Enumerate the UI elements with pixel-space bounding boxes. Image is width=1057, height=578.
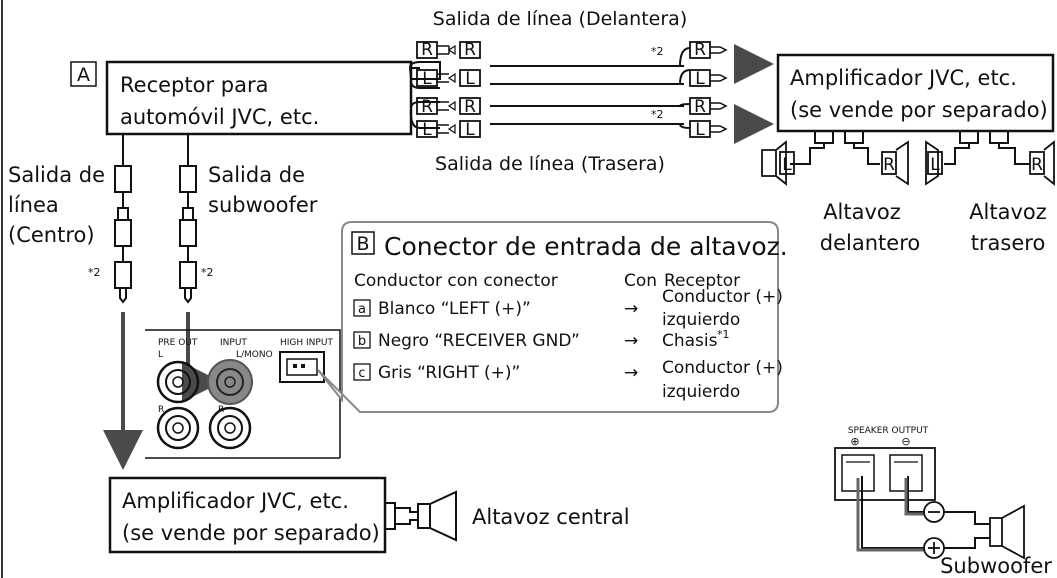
center-cable (114, 134, 132, 304)
svg-text:→: → (624, 363, 638, 383)
svg-text:L/MONO: L/MONO (236, 350, 273, 360)
svg-text:→: → (624, 299, 638, 319)
speaker-rear-right: R (1029, 140, 1055, 186)
svg-text:(se vende por separado): (se vende por separado) (790, 98, 1048, 122)
svg-text:L: L (422, 69, 432, 89)
center-speaker-wiring (384, 490, 457, 542)
subwoofer-label: Subwoofer (940, 554, 1052, 578)
amp-main-box: Amplificador JVC, etc. (se vende por sep… (776, 53, 1055, 133)
svg-text:a: a (358, 302, 366, 317)
svg-text:Chasis: Chasis (662, 331, 718, 351)
rear-rca-pair: R R L L (416, 97, 481, 140)
section-b-title: Conector de entrada de altavoz. (384, 232, 788, 261)
line-out-rear-label: Salida de línea (Trasera) (435, 153, 665, 175)
speaker-output-terminal: SPEAKER OUTPUT ⊕ ⊖ (834, 426, 936, 501)
svg-text:*2: *2 (651, 108, 664, 121)
svg-text:R: R (1031, 155, 1043, 175)
section-b-header-receptor: Receptor (664, 271, 740, 291)
receiver-box: Receptor para automóvil JVC, etc. (105, 60, 413, 136)
speaker-front-label-1: Altavoz (823, 200, 901, 224)
speaker-rear-left: L (925, 140, 943, 186)
svg-text:b: b (358, 334, 366, 349)
center-out-label-1: Salida de (8, 163, 105, 187)
front-right-connectors: *2 R L (651, 40, 728, 89)
svg-text:(se vende por separado): (se vende por separado) (122, 521, 380, 545)
svg-text:INPUT: INPUT (220, 338, 247, 348)
svg-text:HIGH INPUT: HIGH INPUT (280, 338, 333, 348)
section-b-row-a: a Blanco “LEFT (+)” → Conductor (+) izqu… (353, 287, 783, 330)
section-b-marker: B (356, 233, 369, 255)
svg-text:R: R (883, 155, 895, 175)
svg-text:Amplificador JVC, etc.: Amplificador JVC, etc. (122, 489, 349, 513)
center-asterisk: *2 (88, 266, 101, 279)
svg-text:izquierdo: izquierdo (662, 382, 740, 402)
sub-out-label-2: subwoofer (208, 193, 318, 217)
svg-text:Conductor (+): Conductor (+) (662, 358, 783, 378)
svg-text:R: R (158, 405, 164, 415)
sub-out-label-1: Salida de (208, 163, 305, 187)
svg-text:automóvil JVC, etc.: automóvil JVC, etc. (120, 105, 319, 129)
svg-text:R: R (694, 40, 706, 60)
speaker-front-left: L (761, 140, 795, 186)
svg-text:Conductor (+): Conductor (+) (662, 287, 783, 307)
front-rca-pair: R R L L (416, 40, 481, 89)
amp-input-panel: PRE OUT INPUT HIGH INPUT L L/MONO R R (145, 329, 341, 459)
section-b-header-con: Con (624, 271, 657, 291)
arrow-sub-to-input (182, 312, 222, 402)
svg-text:*1: *1 (717, 328, 730, 341)
svg-text:⊖: ⊖ (901, 435, 910, 448)
center-out-label-3: (Centro) (8, 223, 95, 247)
svg-text:SPEAKER OUTPUT: SPEAKER OUTPUT (848, 426, 929, 436)
svg-text:R: R (464, 40, 476, 60)
svg-text:R: R (694, 97, 706, 117)
svg-text:L: L (695, 69, 705, 89)
speaker-front-right: R (881, 140, 909, 186)
svg-text:Amplificador JVC, etc.: Amplificador JVC, etc. (790, 66, 1017, 90)
svg-text:R: R (464, 97, 476, 117)
svg-text:Gris “RIGHT (+)”: Gris “RIGHT (+)” (378, 363, 520, 383)
svg-text:PRE OUT: PRE OUT (158, 338, 198, 348)
center-out-label-2: línea (8, 193, 59, 217)
speaker-rear-label-1: Altavoz (969, 200, 1047, 224)
section-a-marker: A (70, 61, 97, 87)
svg-text:⊕: ⊕ (850, 435, 859, 448)
svg-text:L: L (930, 155, 940, 175)
front-cables (408, 61, 684, 89)
svg-text:Blanco “LEFT (+)”: Blanco “LEFT (+)” (378, 299, 531, 319)
speaker-front-label-2: delantero (820, 231, 920, 255)
rear-right-connectors: *2 R L (651, 97, 728, 140)
section-b-header-left: Conductor con conector (354, 271, 558, 291)
svg-text:L: L (158, 350, 163, 360)
amp-center-box: Amplificador JVC, etc. (se vende por sep… (108, 476, 387, 554)
amp-speaker-wiring (790, 130, 1030, 165)
sub-asterisk: *2 (201, 266, 214, 279)
svg-text:L: L (782, 155, 792, 175)
sub-cable (179, 134, 197, 304)
svg-text:*2: *2 (651, 45, 664, 58)
section-b-callout: B Conector de entrada de altavoz. Conduc… (317, 221, 788, 413)
svg-text:R: R (421, 40, 433, 60)
svg-text:→: → (624, 331, 638, 351)
speaker-rear-label-2: trasero (971, 231, 1046, 255)
line-out-front-label: Salida de línea (Delantera) (433, 8, 687, 30)
subwoofer-wiring (856, 476, 1025, 560)
svg-text:L: L (465, 120, 475, 140)
section-b-row-b: b Negro “RECEIVER GND” → Chasis *1 (353, 328, 730, 351)
svg-text:c: c (358, 366, 365, 381)
speaker-central-label: Altavoz central (472, 505, 630, 529)
svg-text:Negro “RECEIVER GND”: Negro “RECEIVER GND” (378, 331, 580, 351)
section-b-row-c: c Gris “RIGHT (+)” → Conductor (+) izqui… (353, 358, 783, 402)
svg-text:L: L (695, 120, 705, 140)
svg-text:Receptor para: Receptor para (120, 73, 268, 97)
svg-text:L: L (422, 120, 432, 140)
svg-text:R: R (421, 97, 433, 117)
svg-text:izquierdo: izquierdo (662, 310, 740, 330)
svg-text:L: L (465, 69, 475, 89)
svg-text:A: A (77, 64, 90, 86)
rear-cables (409, 101, 684, 129)
